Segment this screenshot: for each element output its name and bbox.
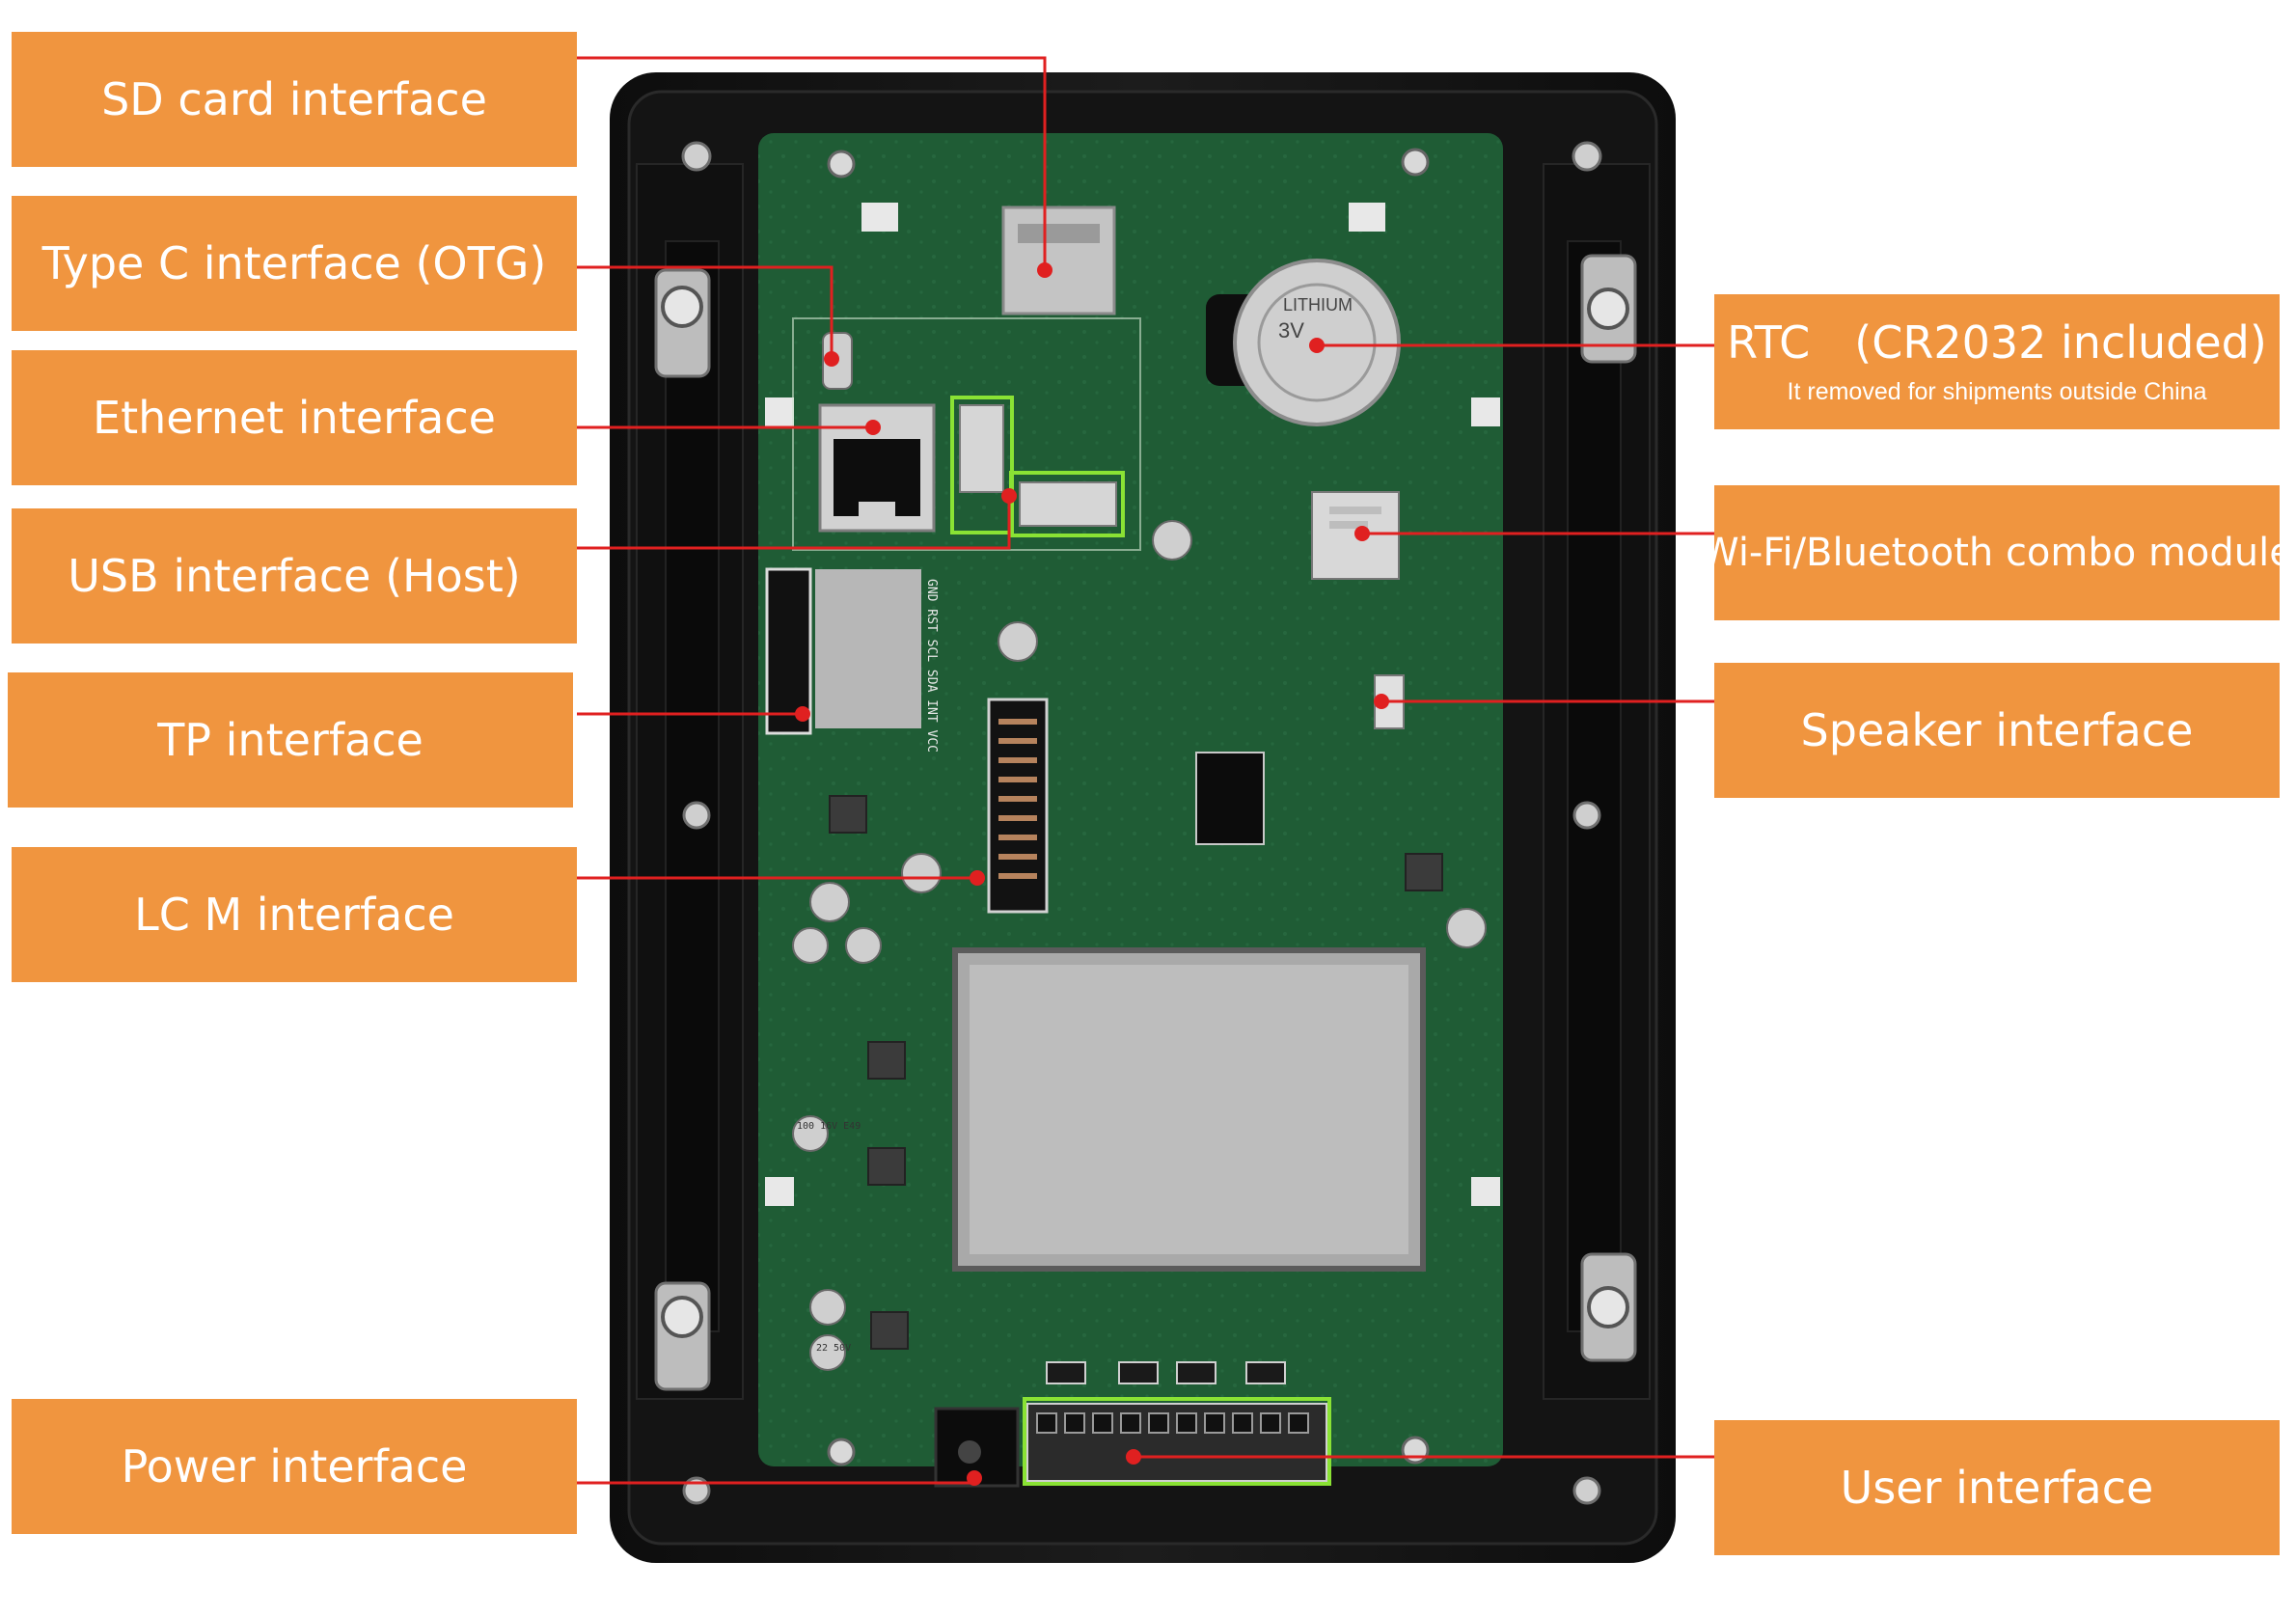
label-rtc-text: RTC (CR2032 included) xyxy=(1727,316,2267,370)
dot-sd xyxy=(1037,262,1052,278)
dot-user xyxy=(1126,1449,1141,1465)
screw-icon xyxy=(1572,1476,1601,1505)
capacitor xyxy=(1152,520,1192,561)
label-ethernet-text: Ethernet interface xyxy=(93,391,496,444)
leader-usb-host xyxy=(577,496,1011,550)
capacitor xyxy=(809,1334,846,1371)
screw-icon xyxy=(1587,288,1629,330)
label-user-text: User interface xyxy=(1840,1461,2154,1514)
capacitor xyxy=(998,621,1038,662)
label-sd-card: SD card interface xyxy=(12,32,577,167)
screw-icon xyxy=(661,286,703,328)
dot-lcm xyxy=(970,870,985,886)
label-type-c: Type C interface (OTG) xyxy=(12,196,577,331)
label-wifi-bt: Wi-Fi/Bluetooth combo module xyxy=(1701,485,2293,620)
leader-dots xyxy=(795,262,1389,1486)
capacitor xyxy=(809,1289,846,1326)
sd-card-slot xyxy=(1001,205,1116,315)
rtc-battery-mark: 3V xyxy=(1278,318,1304,342)
rtc-battery-brand: LITHIUM xyxy=(1283,295,1353,315)
usb-highlight-1 xyxy=(950,396,1014,534)
silkscreen-arrows xyxy=(765,203,1500,1206)
tp-connector xyxy=(765,567,812,735)
screw-icon xyxy=(682,801,711,830)
screw-icon xyxy=(827,1438,856,1466)
tp-flex xyxy=(815,569,921,728)
capacitor xyxy=(1446,908,1487,948)
label-ethernet: Ethernet interface xyxy=(12,350,577,485)
terminal-pins xyxy=(1036,1412,1309,1434)
label-lcm-text: LC M interface xyxy=(134,888,454,941)
dot-usb xyxy=(1001,488,1017,504)
leader-type-c xyxy=(577,265,834,359)
label-power-text: Power interface xyxy=(121,1439,468,1493)
capacitor xyxy=(845,927,882,964)
capacitor xyxy=(809,882,850,922)
screw-icon xyxy=(827,150,856,178)
label-rtc-note: It removed for shipments outside China xyxy=(1787,377,2207,405)
label-wifi-bt-text: Wi-Fi/Bluetooth combo module xyxy=(1701,531,2293,575)
label-power: Power interface xyxy=(12,1399,577,1534)
capacitor xyxy=(901,853,942,893)
screw-icon xyxy=(1572,141,1602,172)
screw-icon xyxy=(1401,148,1430,177)
label-usb-host: USB interface (Host) xyxy=(12,508,577,644)
case-screws xyxy=(681,141,1602,1505)
label-tp-text: TP interface xyxy=(157,713,424,766)
usb-port-horizontal xyxy=(1019,481,1117,527)
label-lcm: LC M interface xyxy=(12,847,577,982)
screw-icon xyxy=(1587,1286,1629,1328)
label-tp: TP interface xyxy=(8,672,573,808)
main-ic xyxy=(1195,752,1265,845)
user-terminal-highlight xyxy=(1023,1397,1331,1486)
screw-icon xyxy=(1572,801,1601,830)
dot-speaker xyxy=(1374,694,1389,709)
dot-wifi xyxy=(1354,526,1370,541)
usb-port-vertical xyxy=(959,404,1004,493)
label-rtc: RTC (CR2032 included) It removed for shi… xyxy=(1714,294,2280,429)
usb-highlight-2 xyxy=(1009,471,1125,537)
capacitor xyxy=(792,1115,829,1152)
tp-pin-labels: GND RST SCL SDA INT VCC xyxy=(924,579,939,753)
bottom-resistors xyxy=(1046,1361,1286,1384)
dot-type-c xyxy=(824,351,839,367)
label-type-c-text: Type C interface (OTG) xyxy=(41,236,547,289)
lcm-connector xyxy=(987,698,1049,914)
cap-mark-b: 22 50V xyxy=(816,1343,851,1354)
dot-rtc xyxy=(1309,338,1325,353)
usb-zone-outline xyxy=(792,317,1141,551)
dot-ethernet xyxy=(865,420,881,435)
screw-icon xyxy=(1401,1436,1430,1465)
capacitors xyxy=(792,520,1487,1371)
label-user: User interface xyxy=(1714,1420,2280,1555)
leader-sd-card xyxy=(577,56,1047,270)
capacitor xyxy=(792,927,829,964)
label-usb-host-text: USB interface (Host) xyxy=(68,549,521,602)
screw-icon xyxy=(661,1296,703,1338)
rail-right-slot xyxy=(1567,240,1622,1332)
label-sd-card-text: SD card interface xyxy=(101,72,487,125)
cap-mark-a: 100 16V E49 xyxy=(797,1121,861,1132)
screw-icon xyxy=(681,141,712,172)
label-speaker: Speaker interface xyxy=(1714,663,2280,798)
dot-power xyxy=(967,1470,982,1486)
inductors xyxy=(829,795,1443,1350)
label-speaker-text: Speaker interface xyxy=(1800,703,2194,756)
rail-left-slot xyxy=(665,240,720,1332)
dot-tp xyxy=(795,706,810,722)
bracket-screws xyxy=(661,286,1629,1338)
